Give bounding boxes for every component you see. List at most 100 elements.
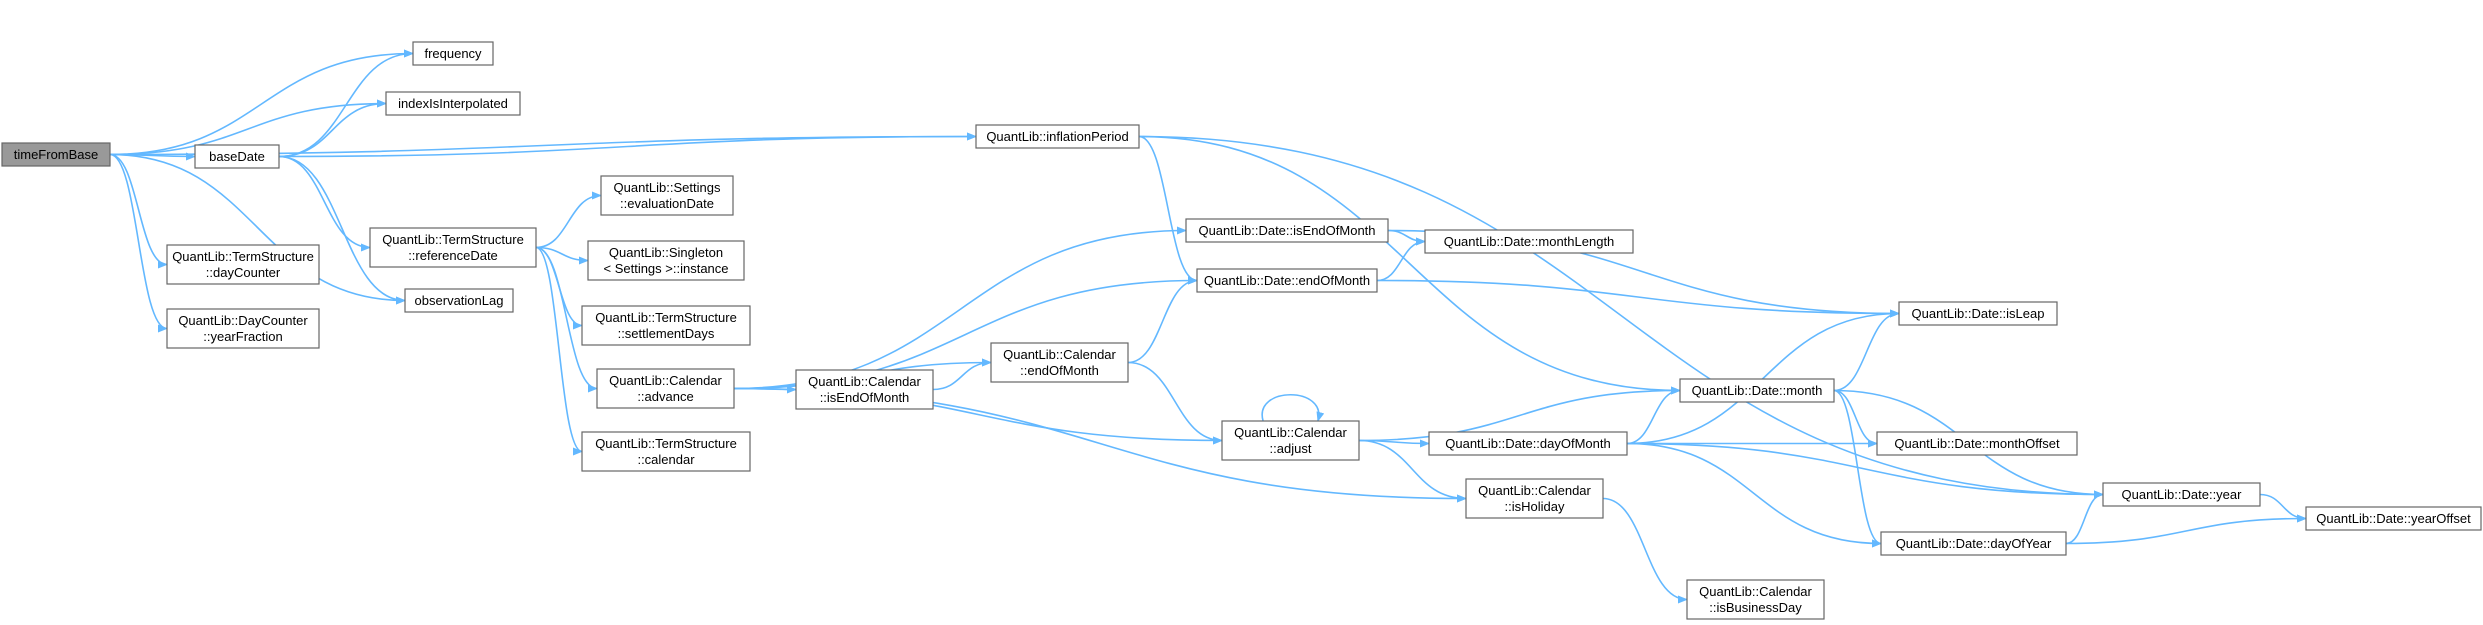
edge-inflationPeriod-to-date_endOfMonth xyxy=(1138,135,1198,285)
node-box[interactable] xyxy=(1428,431,1628,456)
node-box[interactable] xyxy=(385,91,521,116)
node-settings_evaluationDate[interactable]: QuantLib::Settings::evaluationDate xyxy=(600,175,734,216)
edge-cal_adjust-to-cal_isHoliday xyxy=(1358,439,1467,503)
node-box[interactable] xyxy=(581,305,751,346)
node-cal_adjust[interactable]: QuantLib::Calendar::adjust xyxy=(1221,420,1360,461)
edge-cal_isHoliday-to-cal_isBusinessDay xyxy=(1602,497,1688,604)
node-label: ::isEndOfMonth xyxy=(820,390,910,405)
node-box[interactable] xyxy=(412,41,494,66)
node-label: ::isHoliday xyxy=(1505,499,1565,514)
node-label: QuantLib::Date::dayOfMonth xyxy=(1445,436,1610,451)
node-box[interactable] xyxy=(1,142,111,167)
node-label: ::dayCounter xyxy=(206,265,281,280)
node-box[interactable] xyxy=(581,431,751,472)
node-inflationPeriod[interactable]: QuantLib::inflationPeriod xyxy=(975,124,1140,149)
node-box[interactable] xyxy=(1679,378,1835,403)
node-box[interactable] xyxy=(596,368,735,409)
node-box[interactable] xyxy=(1686,579,1825,620)
node-label: QuantLib::Singleton xyxy=(609,245,723,260)
node-box[interactable] xyxy=(2102,482,2261,507)
node-cal_isEndOfMonth[interactable]: QuantLib::Calendar::isEndOfMonth xyxy=(795,369,934,410)
node-box[interactable] xyxy=(2305,506,2482,531)
node-box[interactable] xyxy=(795,369,934,410)
node-label: ::settlementDays xyxy=(618,326,715,341)
edge-date_month-to-date_monthOffset xyxy=(1833,389,1878,448)
node-box[interactable] xyxy=(1876,431,2078,456)
node-cal_endOfMonth[interactable]: QuantLib::Calendar::endOfMonth xyxy=(990,342,1129,383)
node-label: QuantLib::Calendar xyxy=(609,373,722,388)
edge-layer xyxy=(109,49,2307,604)
node-box[interactable] xyxy=(194,144,280,169)
node-label: QuantLib::Date::monthOffset xyxy=(1894,436,2060,451)
node-label: QuantLib::Calendar xyxy=(1234,425,1347,440)
node-timeFromBase[interactable]: timeFromBase xyxy=(1,142,111,167)
node-cal_isHoliday[interactable]: QuantLib::Calendar::isHoliday xyxy=(1465,478,1604,519)
node-label: QuantLib::Date::monthLength xyxy=(1444,234,1615,249)
node-ts_calendar[interactable]: QuantLib::TermStructure::calendar xyxy=(581,431,751,472)
edge-baseDate-to-indexIsInterpolated xyxy=(278,99,387,158)
node-label: ::referenceDate xyxy=(408,248,498,263)
node-layer: timeFromBase frequency indexIsInterpolated… xyxy=(1,41,2482,620)
node-label: timeFromBase xyxy=(14,147,99,162)
node-ts_referenceDate[interactable]: QuantLib::TermStructure::referenceDate xyxy=(369,227,537,268)
node-label: QuantLib::Date::year xyxy=(2122,487,2243,502)
node-date_dayOfYear[interactable]: QuantLib::Date::dayOfYear xyxy=(1880,531,2067,556)
node-box[interactable] xyxy=(600,175,734,216)
edge-ts_referenceDate-to-settings_evaluationDate xyxy=(535,191,602,249)
node-date_isLeap[interactable]: QuantLib::Date::isLeap xyxy=(1898,301,2058,326)
node-baseDate[interactable]: baseDate xyxy=(194,144,280,169)
node-label: QuantLib::Date::month xyxy=(1692,383,1823,398)
node-box[interactable] xyxy=(1465,478,1604,519)
node-dc_yearFraction[interactable]: QuantLib::DayCounter::yearFraction xyxy=(166,308,320,349)
node-ts_settlementDays[interactable]: QuantLib::TermStructure::settlementDays xyxy=(581,305,751,346)
edge-timeFromBase-to-indexIsInterpolated xyxy=(109,99,387,156)
edge-date_dayOfMonth-to-date_month xyxy=(1626,386,1681,445)
node-label: QuantLib::TermStructure xyxy=(172,249,314,264)
node-date_monthOffset[interactable]: QuantLib::Date::monthOffset xyxy=(1876,431,2078,456)
edge-date_dayOfMonth-to-date_dayOfYear xyxy=(1626,442,1882,548)
node-box[interactable] xyxy=(1185,218,1389,243)
node-date_isEndOfMonth[interactable]: QuantLib::Date::isEndOfMonth xyxy=(1185,218,1389,243)
node-observationLag[interactable]: observationLag xyxy=(404,288,514,313)
node-indexIsInterpolated[interactable]: indexIsInterpolated xyxy=(385,91,521,116)
node-box[interactable] xyxy=(990,342,1129,383)
node-label: < Settings >::instance xyxy=(603,261,728,276)
node-date_month[interactable]: QuantLib::Date::month xyxy=(1679,378,1835,403)
node-box[interactable] xyxy=(1880,531,2067,556)
node-date_endOfMonth[interactable]: QuantLib::Date::endOfMonth xyxy=(1196,268,1378,293)
node-cal_advance[interactable]: QuantLib::Calendar::advance xyxy=(596,368,735,409)
node-box[interactable] xyxy=(975,124,1140,149)
edge-baseDate-to-observationLag xyxy=(278,155,406,305)
edge-ts_referenceDate-to-singleton_instance xyxy=(535,246,589,265)
node-cal_isBusinessDay[interactable]: QuantLib::Calendar::isBusinessDay xyxy=(1686,579,1825,620)
node-box[interactable] xyxy=(1221,420,1360,461)
node-date_yearOffset[interactable]: QuantLib::Date::yearOffset xyxy=(2305,506,2482,531)
node-label: QuantLib::Calendar xyxy=(1003,347,1116,362)
node-date_dayOfMonth[interactable]: QuantLib::Date::dayOfMonth xyxy=(1428,431,1628,456)
edge-inflationPeriod-to-date_month xyxy=(1138,135,1681,395)
node-label: QuantLib::Date::endOfMonth xyxy=(1204,273,1370,288)
node-date_year[interactable]: QuantLib::Date::year xyxy=(2102,482,2261,507)
edge-inflationPeriod-to-date_year xyxy=(1138,135,2104,499)
node-box[interactable] xyxy=(587,240,745,281)
node-label: QuantLib::DayCounter xyxy=(178,313,308,328)
node-box[interactable] xyxy=(166,244,320,285)
node-box[interactable] xyxy=(166,308,320,349)
node-box[interactable] xyxy=(404,288,514,313)
edge-date_dayOfMonth-to-date_year xyxy=(1626,442,2104,499)
node-singleton_instance[interactable]: QuantLib::Singleton< Settings >::instanc… xyxy=(587,240,745,281)
node-box[interactable] xyxy=(369,227,537,268)
node-ts_dayCounter[interactable]: QuantLib::TermStructure::dayCounter xyxy=(166,244,320,285)
node-box[interactable] xyxy=(1196,268,1378,293)
edge-cal_endOfMonth-to-date_endOfMonth xyxy=(1127,276,1198,364)
node-label: indexIsInterpolated xyxy=(398,96,508,111)
node-label: ::evaluationDate xyxy=(620,196,714,211)
node-frequency[interactable]: frequency xyxy=(412,41,494,66)
node-label: QuantLib::TermStructure xyxy=(382,232,524,247)
edge-date_dayOfYear-to-date_year xyxy=(2065,490,2104,545)
node-box[interactable] xyxy=(1424,229,1634,254)
edge-timeFromBase-to-observationLag xyxy=(109,153,406,305)
edge-ts_referenceDate-to-cal_advance xyxy=(535,246,598,393)
node-box[interactable] xyxy=(1898,301,2058,326)
node-date_monthLength[interactable]: QuantLib::Date::monthLength xyxy=(1424,229,1634,254)
